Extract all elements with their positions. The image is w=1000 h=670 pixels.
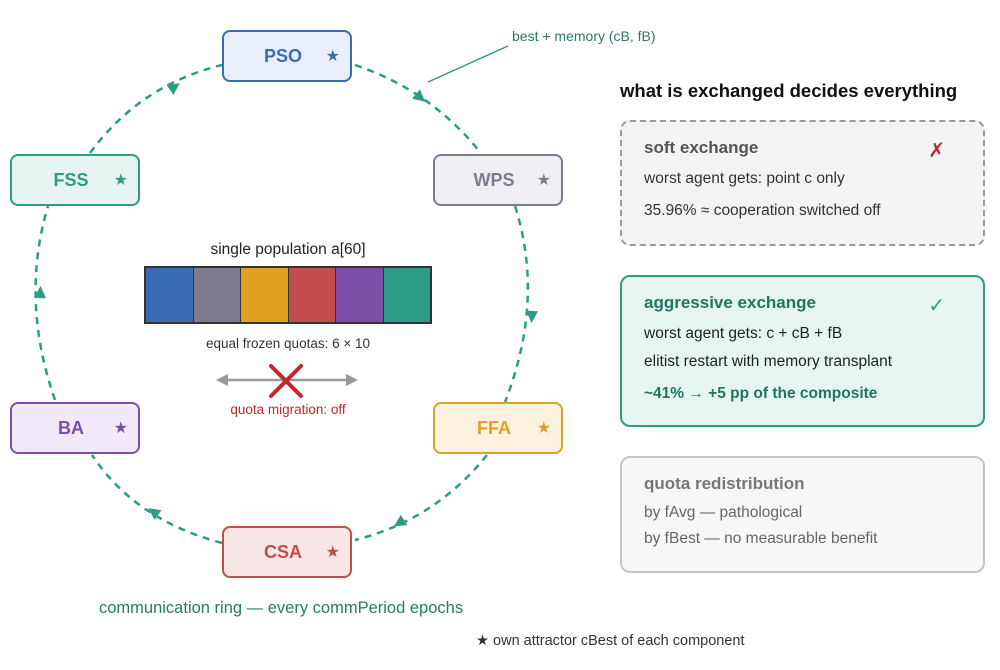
- soft-exchange-panel: soft exchange ✗ worst agent gets: point …: [620, 120, 985, 246]
- migration-arrowhead-right: [346, 374, 358, 386]
- ring-caption: communication ring — every commPeriod ep…: [99, 599, 464, 617]
- node-ba[interactable]: BA ★: [10, 402, 140, 454]
- aggressive-line: elitist restart with memory transplant: [644, 353, 893, 370]
- node-pso-label: PSO: [263, 45, 302, 66]
- node-wps-label: WPS: [473, 169, 515, 190]
- population-bar: [144, 266, 432, 324]
- population-segment: [192, 268, 240, 322]
- migration-text: quota migration: off: [230, 402, 346, 417]
- soft-line: worst agent gets: point c only: [644, 170, 845, 187]
- cross-mark-icon: ✗: [928, 140, 945, 162]
- node-csa[interactable]: CSA ★: [222, 526, 352, 578]
- cross-icon: [269, 364, 303, 398]
- aggressive-exchange-title: aggressive exchange: [644, 293, 816, 312]
- soft-exchange-title: soft exchange: [644, 138, 759, 157]
- node-csa-label: CSA: [263, 541, 302, 562]
- aggressive-exchange-panel: aggressive exchange ✓ worst agent gets: …: [620, 275, 985, 427]
- quota-line: by fBest — no measurable benefit: [644, 530, 878, 547]
- aggressive-line: worst agent gets: c + cB + fB: [644, 325, 843, 342]
- node-fss-label: FSS: [53, 169, 89, 190]
- arrowhead-csa-ba: [148, 508, 162, 520]
- star-icon: ★: [536, 420, 551, 437]
- star-icon: ★: [113, 172, 128, 189]
- arrowhead-pso-wps: [412, 89, 426, 102]
- population-segment: [382, 268, 430, 322]
- arc-wps-ffa: [503, 205, 530, 403]
- node-pso[interactable]: PSO ★: [222, 30, 352, 82]
- ring-arcs: [34, 63, 530, 545]
- migration-arrowhead-left: [216, 374, 228, 386]
- star-icon: ★: [113, 420, 128, 437]
- arrowhead-ffa-csa: [393, 514, 408, 527]
- check-mark-icon: ✓: [928, 295, 945, 317]
- arrowhead-fss-pso: [166, 83, 180, 95]
- population-segment: [146, 268, 193, 322]
- quota-line: by fAvg — pathological: [644, 504, 803, 521]
- exchange-heading: what is exchanged decides everything: [620, 80, 958, 101]
- star-icon: ★: [536, 172, 551, 189]
- aggressive-result: ~41% → +5 pp of the composite: [644, 385, 878, 402]
- quota-redistribution-panel: quota redistribution by fAvg — pathologi…: [620, 456, 985, 573]
- footnote: ★ own attractor cBest of each component: [476, 633, 745, 649]
- quota-text: equal frozen quotas: 6 × 10: [206, 336, 370, 351]
- star-icon: ★: [325, 544, 340, 561]
- arc-pso-wps: [354, 63, 481, 153]
- arrowhead-ba-fss: [34, 286, 46, 299]
- node-ffa[interactable]: FFA ★: [433, 402, 563, 454]
- population-title: single population a[60]: [210, 241, 366, 258]
- node-ba-label: BA: [58, 417, 84, 438]
- population-segment: [287, 268, 335, 322]
- node-fss[interactable]: FSS ★: [10, 154, 140, 206]
- node-wps[interactable]: WPS ★: [433, 154, 563, 206]
- population-segment: [335, 268, 383, 322]
- arrowhead-wps-ffa: [526, 310, 538, 323]
- arc-ba-fss: [34, 205, 57, 401]
- arc-csa-ba: [90, 454, 223, 545]
- callout-text: best + memory (cB, fB): [512, 28, 656, 44]
- node-ffa-label: FFA: [477, 417, 511, 438]
- arc-fss-pso: [88, 63, 223, 154]
- ring-arrowheads: [34, 83, 538, 527]
- star-icon: ★: [325, 48, 340, 65]
- callout-line: [427, 45, 509, 83]
- quota-redistribution-title: quota redistribution: [644, 474, 805, 493]
- soft-line: 35.96% ≈ cooperation switched off: [644, 202, 881, 219]
- population-segment: [240, 268, 288, 322]
- arc-ffa-csa: [354, 454, 488, 542]
